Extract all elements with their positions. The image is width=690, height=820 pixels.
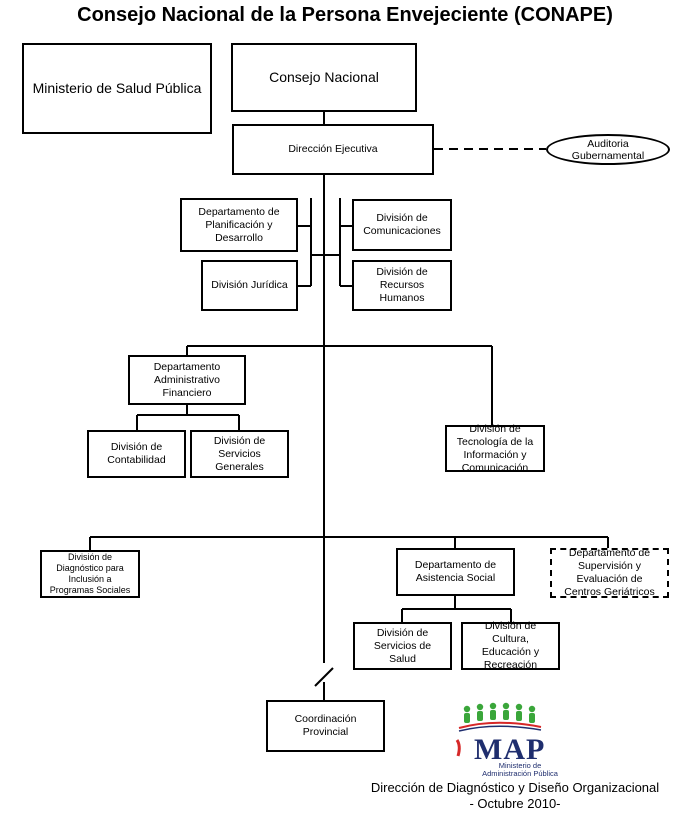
footer-line-2: - Octubre 2010- [469, 796, 561, 811]
direccion-ejecutiva-box: Dirección Ejecutiva [232, 124, 434, 175]
chart-title: Consejo Nacional de la Persona Envejecie… [77, 4, 613, 26]
map-logo-subtitle: Ministerio de Administración Pública [482, 761, 558, 778]
supervision-box: Departamento de Supervisión y Evaluación… [550, 547, 669, 598]
diagnostico-box: División de Diagnóstico para Inclusión a… [40, 550, 140, 598]
contabilidad-box: División de Contabilidad [87, 430, 186, 478]
servicios-generales-box: División de Servicios Generales [190, 430, 289, 478]
servicios-salud-box: División de Servicios de Salud [353, 622, 452, 670]
juridica-box: División Jurídica [201, 260, 298, 311]
map-logo-word: MAP [474, 733, 546, 766]
consejo-nacional-box: Consejo Nacional [231, 43, 417, 112]
tecnologia-box: División de Tecnología de la Información… [445, 423, 545, 474]
administrativo-financiero-box: Departamento Administrativo Financiero [128, 355, 246, 405]
coordinacion-provincial-box: Coordinación Provincial [266, 700, 385, 752]
ministerio-salud-box: Ministerio de Salud Pública [22, 43, 212, 134]
comunicaciones-box: División de Comunicaciones [352, 199, 452, 251]
map-logo-icon [455, 702, 542, 757]
auditoria-gubernamental-ellipse: Auditoria Gubernamental [546, 134, 670, 165]
planificacion-box: Departamento de Planificación y Desarrol… [180, 198, 298, 252]
footer-line-1: Dirección de Diagnóstico y Diseño Organi… [370, 780, 660, 795]
cultura-box: División de Cultura, Educación y Recreac… [461, 620, 560, 671]
asistencia-social-box: Departamento de Asistencia Social [396, 548, 515, 596]
recursos-humanos-box: División de Recursos Humanos [352, 260, 452, 311]
